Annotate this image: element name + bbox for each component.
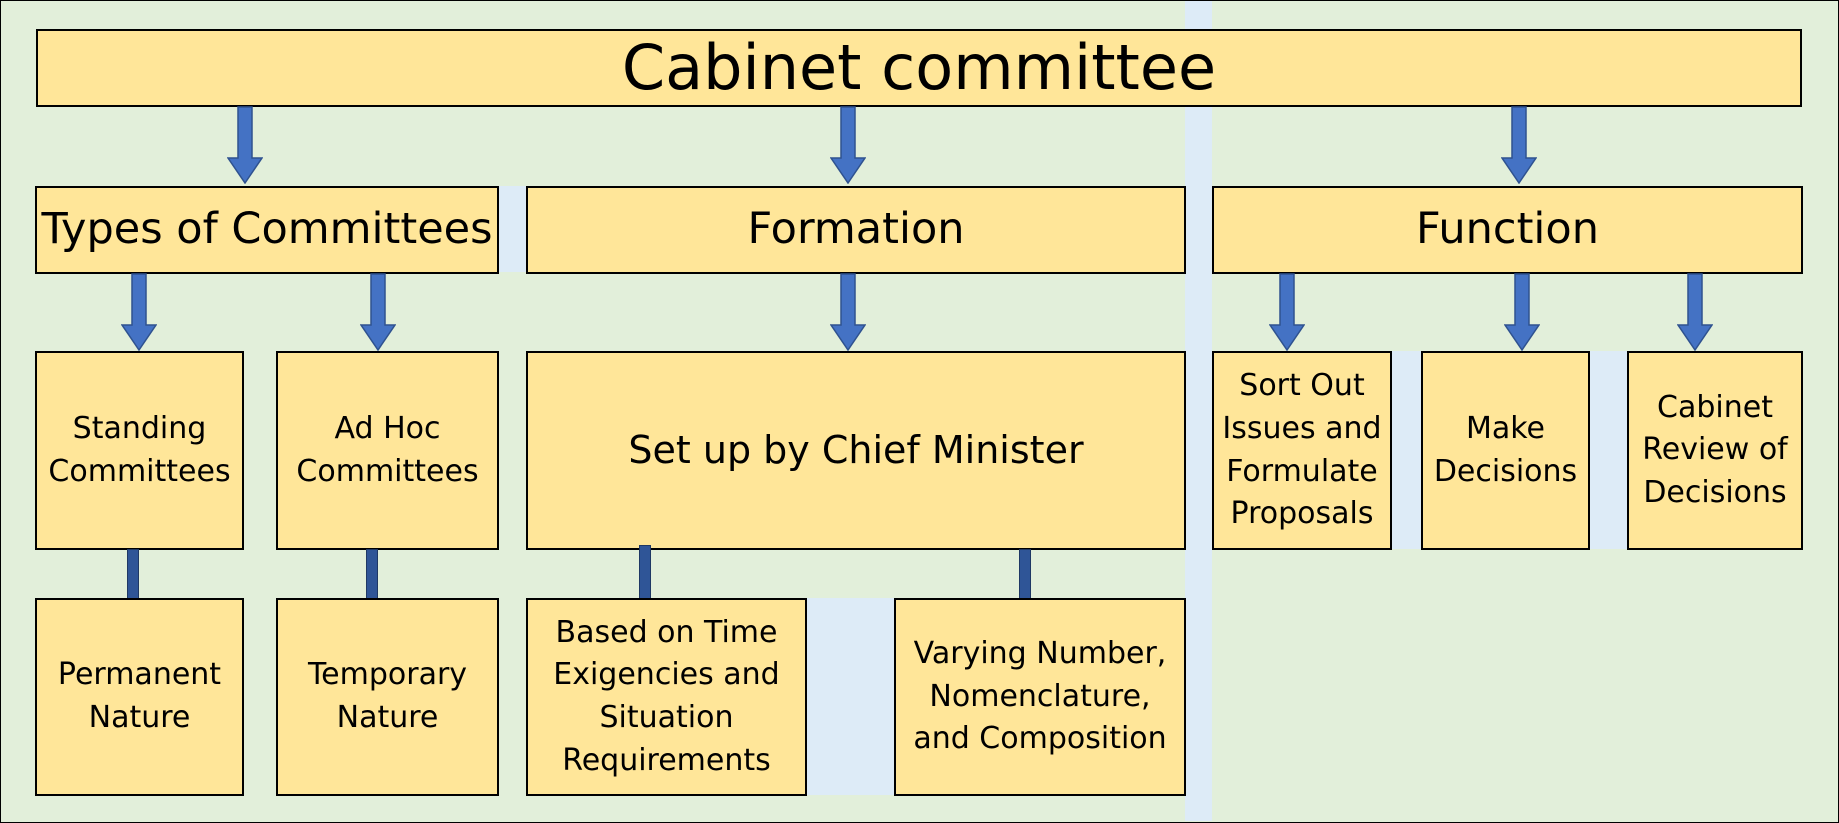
category-function: Function — [1212, 186, 1803, 274]
node-cabinet-review: Cabinet Review of Decisions — [1627, 351, 1803, 550]
arrow-down-icon — [1677, 273, 1713, 351]
arrow-down-icon — [1501, 106, 1537, 184]
node-label: Permanent Nature — [57, 657, 222, 735]
node-standing-committees: Standing Committees — [35, 351, 244, 550]
node-sort-out-issues: Sort Out Issues and Formulate Proposals — [1212, 351, 1392, 550]
category-label: Function — [1416, 204, 1599, 255]
category-types-of-committees: Types of Committees — [35, 186, 499, 274]
arrow-down-icon — [1269, 273, 1305, 351]
arrow-down-icon — [121, 273, 157, 351]
arrow-down-icon — [360, 273, 396, 351]
category-label: Types of Committees — [41, 204, 493, 255]
node-label: Based on Time Exigencies and Situation R… — [553, 614, 780, 778]
arrow-down-icon — [227, 106, 263, 184]
node-permanent-nature: Permanent Nature — [35, 598, 244, 796]
node-label: Varying Number, Nomenclature, and Compos… — [913, 636, 1167, 757]
arrow-down-icon — [830, 106, 866, 184]
node-label: Sort Out Issues and Formulate Proposals — [1222, 368, 1382, 532]
node-temporary-nature: Temporary Nature — [276, 598, 499, 796]
background-stripe — [1391, 351, 1422, 549]
node-based-on-time-exigencies: Based on Time Exigencies and Situation R… — [526, 598, 807, 796]
arrow-down-icon — [1504, 273, 1540, 351]
background-stripe — [1589, 351, 1627, 549]
category-label: Formation — [747, 204, 965, 255]
category-formation: Formation — [526, 186, 1186, 274]
node-label: Ad Hoc Committees — [296, 410, 479, 489]
connector-line — [127, 549, 139, 599]
node-label: Set up by Chief Minister — [628, 427, 1084, 472]
node-set-up-by-chief-minister: Set up by Chief Minister — [526, 351, 1186, 550]
node-label: Temporary Nature — [307, 657, 468, 735]
node-label: Standing Committees — [48, 410, 231, 489]
root-node: Cabinet committee — [36, 29, 1802, 107]
arrow-down-icon — [830, 273, 866, 351]
root-label: Cabinet committee — [621, 30, 1217, 104]
node-label: Cabinet Review of Decisions — [1642, 389, 1788, 510]
connector-line — [366, 549, 378, 599]
background-stripe — [1185, 1, 1212, 821]
node-varying-number: Varying Number, Nomenclature, and Compos… — [894, 598, 1186, 796]
background-stripe — [498, 186, 526, 272]
connector-line — [639, 545, 651, 599]
background-stripe — [806, 598, 896, 795]
connector-line — [1019, 549, 1031, 599]
node-make-decisions: Make Decisions — [1421, 351, 1590, 550]
node-ad-hoc-committees: Ad Hoc Committees — [276, 351, 499, 550]
node-label: Make Decisions — [1433, 410, 1578, 489]
